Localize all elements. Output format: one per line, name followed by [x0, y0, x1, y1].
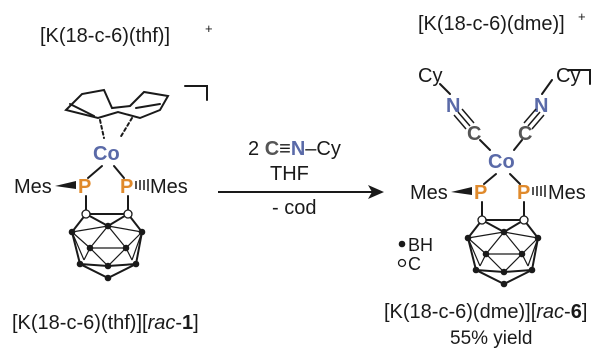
left-mes-right: Mes [150, 176, 188, 198]
legend-c-label: C [408, 254, 421, 274]
right-cation-label: [K(18-c-6)(dme)] [418, 13, 565, 35]
cod-ligand [64, 88, 170, 139]
legend-bh-label: BH [408, 235, 433, 255]
yield-label: 55% yield [450, 328, 532, 349]
right-complex: [K(18-c-6)(dme)] + Cy Cy N N C C Co [384, 9, 591, 349]
left-anion-bracket [184, 85, 208, 101]
right-n-right: N [534, 95, 548, 117]
bh-legend-dot [398, 240, 406, 248]
solvent-label: THF [270, 163, 309, 185]
right-anion-bracket [567, 69, 591, 85]
right-carborane-cage [464, 215, 542, 288]
right-p2-label: P [517, 182, 530, 204]
left-cation-label: [K(18-c-6)(thf)] [40, 25, 170, 47]
reaction-arrow-group: 2 C≡N–Cy THF - cod [218, 138, 384, 219]
left-compound-label: [K(18-c-6)(thf)][rac-1] [12, 312, 199, 334]
right-n-left: N [446, 95, 460, 117]
right-mes-right: Mes [548, 182, 586, 204]
byproduct-label: - cod [272, 197, 316, 219]
right-cy-right: Cy [556, 65, 580, 87]
right-p1-label: P [474, 182, 487, 204]
c-legend-dot [397, 258, 407, 268]
right-cation-charge: + [578, 9, 586, 24]
left-p2-label: P [120, 176, 133, 198]
left-carborane-cage [68, 209, 146, 282]
left-cation-charge: + [205, 21, 213, 36]
left-cobalt-label: Co [93, 143, 120, 165]
left-mes-left: Mes [14, 176, 52, 198]
left-p1-label: P [78, 176, 91, 198]
right-compound-label: [K(18-c-6)(dme)][rac-6] [384, 301, 587, 323]
atom-legend: BH C [397, 235, 433, 274]
right-cy-left: Cy [418, 65, 442, 87]
reagent-label: 2 C≡N–Cy [248, 138, 341, 160]
right-c-left: C [467, 123, 481, 145]
right-mes-left: Mes [410, 182, 448, 204]
right-cobalt-label: Co [488, 151, 515, 173]
left-complex: [K(18-c-6)(thf)] + Co P P Mes Mes [12, 21, 213, 334]
